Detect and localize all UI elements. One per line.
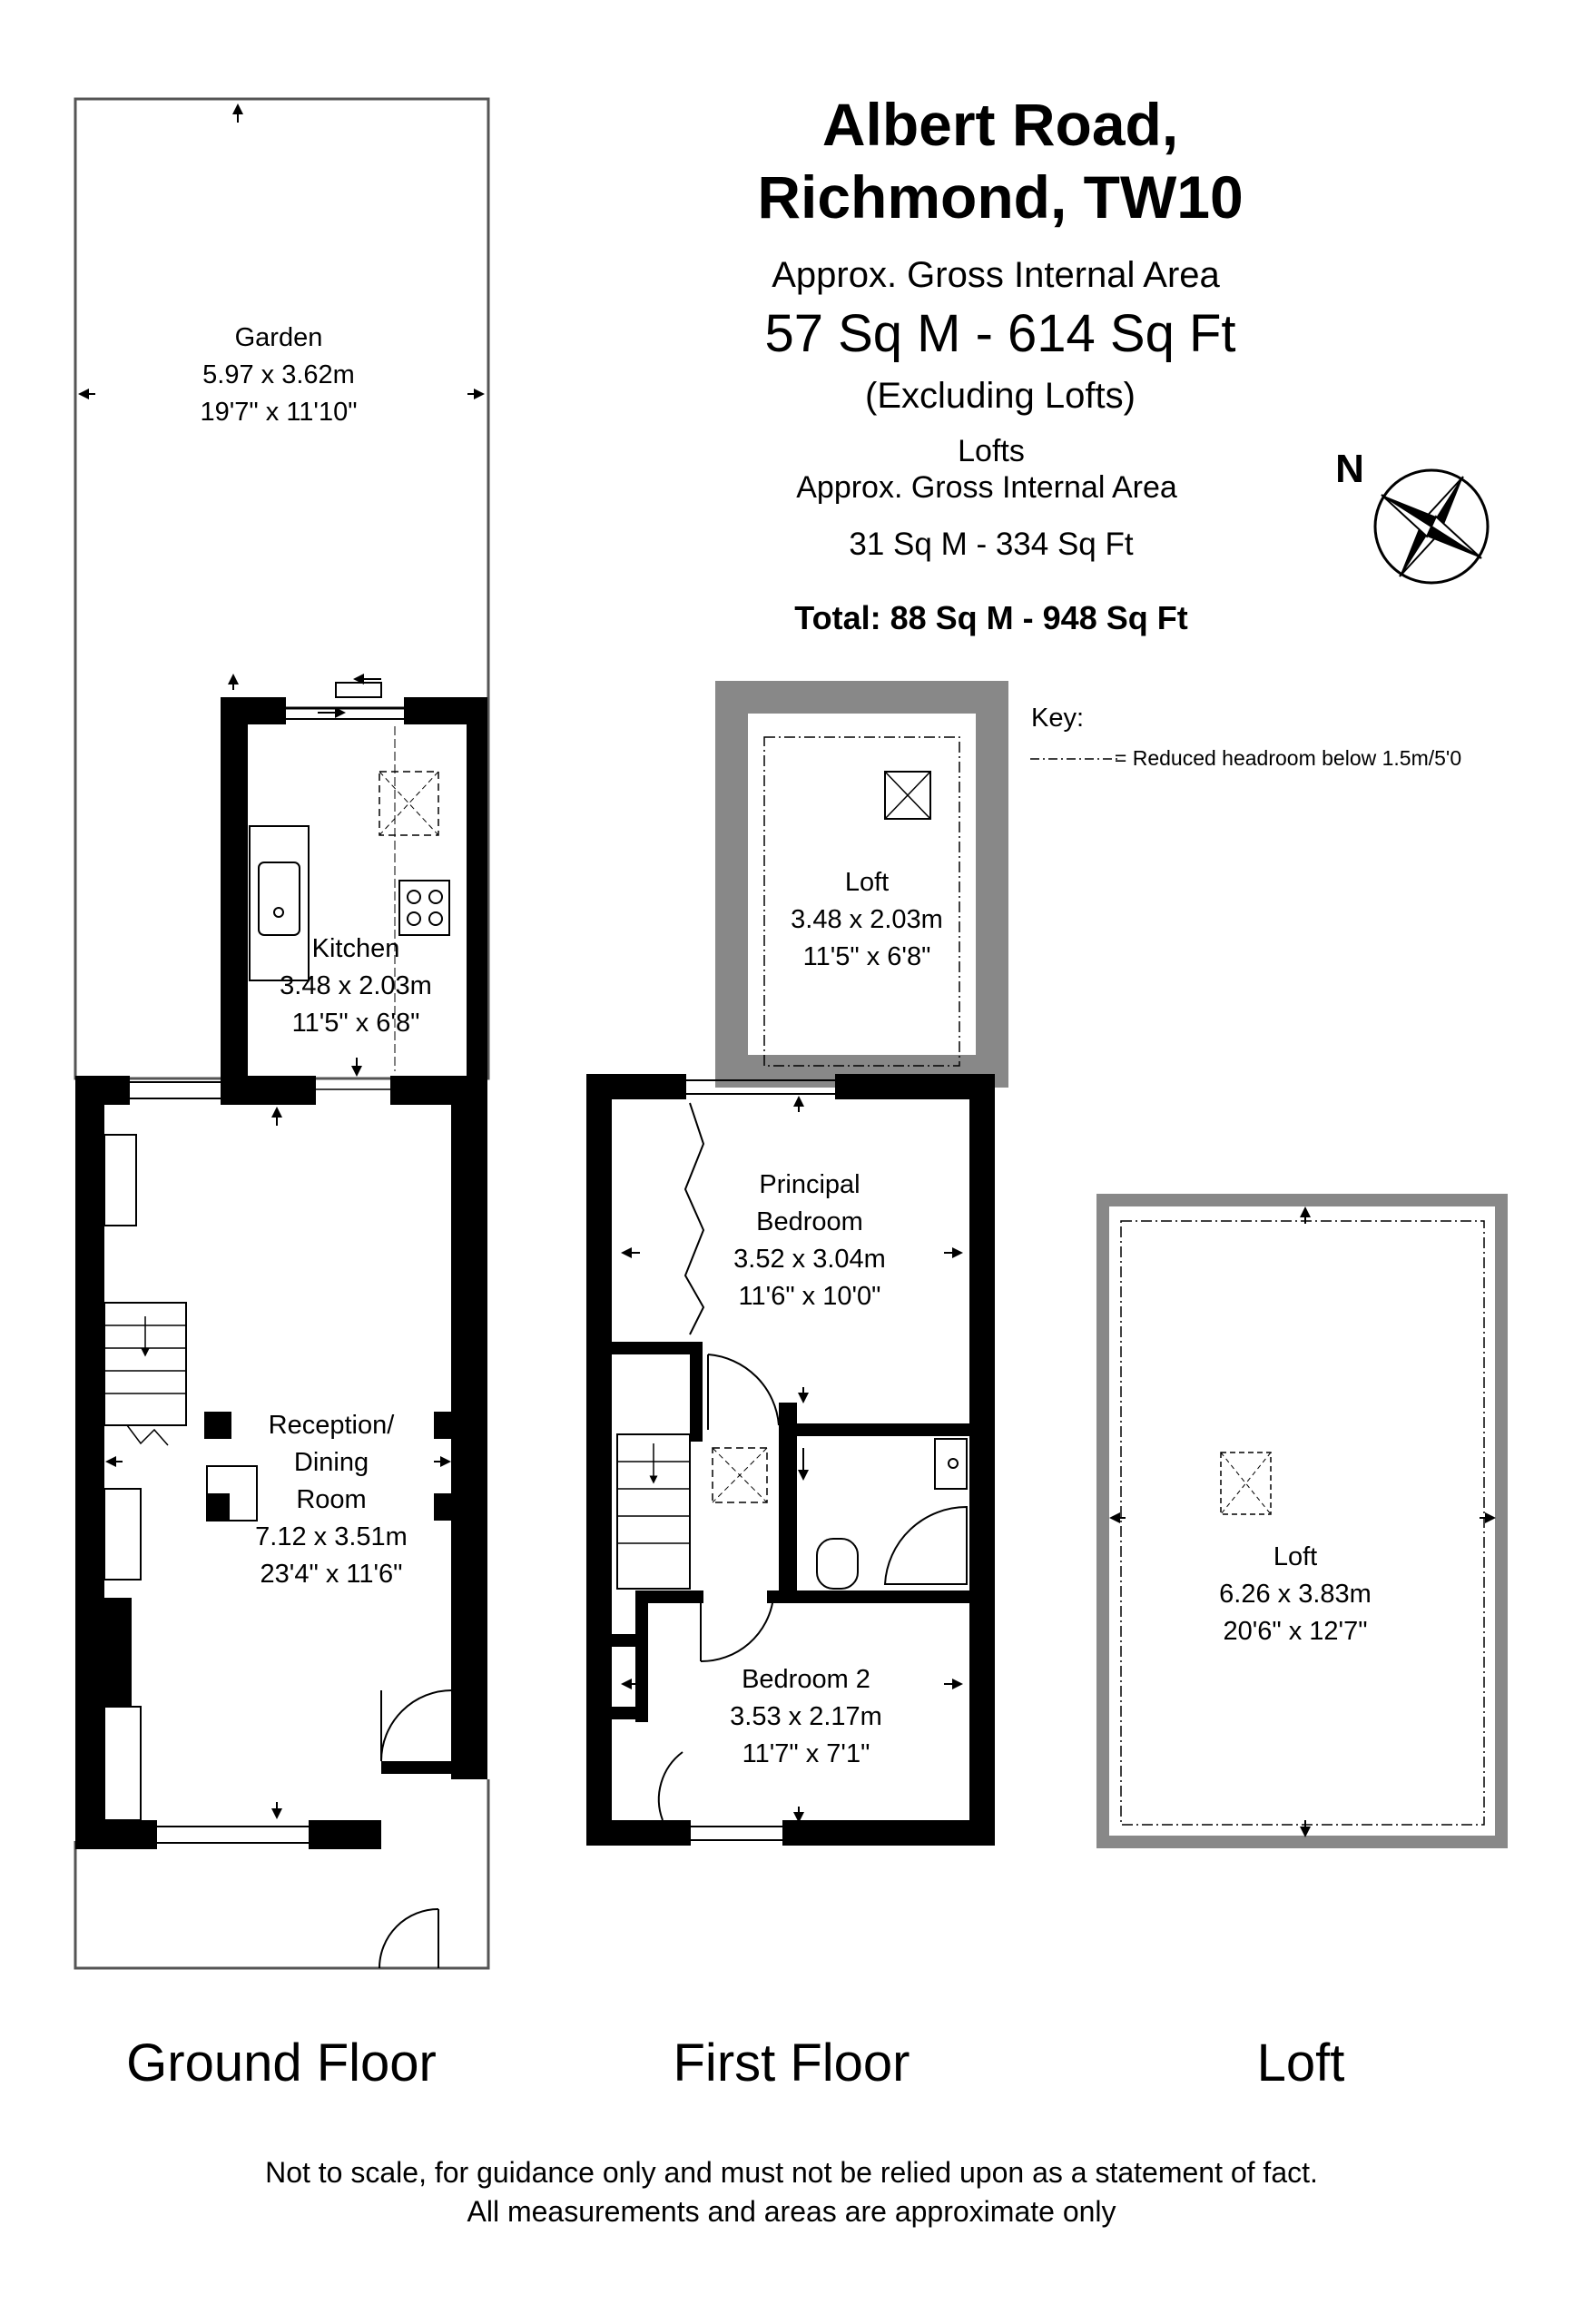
reception-imperial: 23'4" x 11'6" <box>260 1560 403 1589</box>
floor-label-loft: Loft <box>1256 2034 1345 2093</box>
loft-large-imperial: 20'6" x 12'7" <box>1223 1617 1368 1646</box>
kitchen-name: Kitchen <box>311 934 400 963</box>
bedroom2-name: Bedroom 2 <box>742 1665 870 1694</box>
key-title: Key: <box>1030 704 1085 733</box>
garden-name: Garden <box>234 323 323 352</box>
total-area: Total: 88 Sq M - 948 Sq Ft <box>794 599 1188 636</box>
north-label: N <box>1335 447 1364 491</box>
loft-small-metric: 3.48 x 2.03m <box>791 905 943 934</box>
principal-imperial: 11'6" x 10'0" <box>738 1282 881 1311</box>
room-principal-bedroom: Principal Bedroom 3.52 x 3.04m 11'6" x 1… <box>733 1167 886 1315</box>
reception-name-2: Dining <box>293 1448 369 1477</box>
reception-name-3: Room <box>296 1485 367 1514</box>
kitchen-imperial: 11'5" x 6'8" <box>291 1009 420 1038</box>
title-line-2: Richmond, TW10 <box>757 163 1244 231</box>
loft-plan <box>1096 1194 1508 1848</box>
reception-metric: 7.12 x 3.51m <box>255 1522 408 1551</box>
loft-small-name: Loft <box>844 868 890 897</box>
area-note: (Excluding Lofts) <box>865 376 1136 416</box>
room-loft-large: Loft 6.26 x 3.83m 20'6" x 12'7" <box>1219 1539 1372 1650</box>
floor-label-first: First Floor <box>673 2034 910 2093</box>
garden-imperial: 19'7" x 11'10" <box>200 398 358 427</box>
loft-large-metric: 6.26 x 3.83m <box>1219 1580 1372 1609</box>
small-loft-walls <box>715 681 1008 1088</box>
room-reception: Reception/ Dining Room 7.12 x 3.51m 23'4… <box>255 1407 408 1593</box>
first-floor-plan <box>586 681 1008 1846</box>
bedroom2-metric: 3.53 x 2.17m <box>730 1702 882 1731</box>
room-garden: Garden 5.97 x 3.62m 19'7" x 11'10" <box>200 320 357 431</box>
lofts-area-label: Approx. Gross Internal Area <box>796 470 1177 505</box>
room-bedroom-2: Bedroom 2 3.53 x 2.17m 11'7" x 7'1" <box>730 1661 882 1773</box>
area-label: Approx. Gross Internal Area <box>772 255 1220 295</box>
title-line-1: Albert Road, <box>821 91 1179 158</box>
reception-name-1: Reception/ <box>268 1411 395 1440</box>
bedroom2-imperial: 11'7" x 7'1" <box>742 1739 870 1768</box>
floor-label-ground: Ground Floor <box>126 2034 437 2093</box>
large-loft-walls <box>1096 1194 1508 1848</box>
kitchen-metric: 3.48 x 2.03m <box>280 971 432 1000</box>
loft-small-imperial: 11'5" x 6'8" <box>802 942 931 971</box>
lofts-area: 31 Sq M - 334 Sq Ft <box>849 527 1134 562</box>
ground-floor-plan <box>74 97 490 1970</box>
front-yard-outline <box>74 1779 490 1970</box>
lofts-label: Lofts <box>958 434 1025 468</box>
disclaimer-line-1: Not to scale, for guidance only and must… <box>265 2156 1318 2189</box>
principal-name-1: Principal <box>759 1170 860 1199</box>
room-kitchen: Kitchen 3.48 x 2.03m 11'5" x 6'8" <box>280 931 432 1042</box>
compass-rose-icon <box>1373 468 1490 585</box>
principal-metric: 3.52 x 3.04m <box>733 1245 886 1274</box>
disclaimer-line-2: All measurements and areas are approxima… <box>467 2195 1116 2228</box>
room-loft-small: Loft 3.48 x 2.03m 11'5" x 6'8" <box>791 864 943 976</box>
principal-name-2: Bedroom <box>756 1207 863 1236</box>
loft-large-name: Loft <box>1273 1542 1318 1571</box>
key-description: = Reduced headroom below 1.5m/5'0 <box>1114 746 1462 770</box>
garden-metric: 5.97 x 3.62m <box>202 360 355 389</box>
area-main: 57 Sq M - 614 Sq Ft <box>764 304 1236 363</box>
